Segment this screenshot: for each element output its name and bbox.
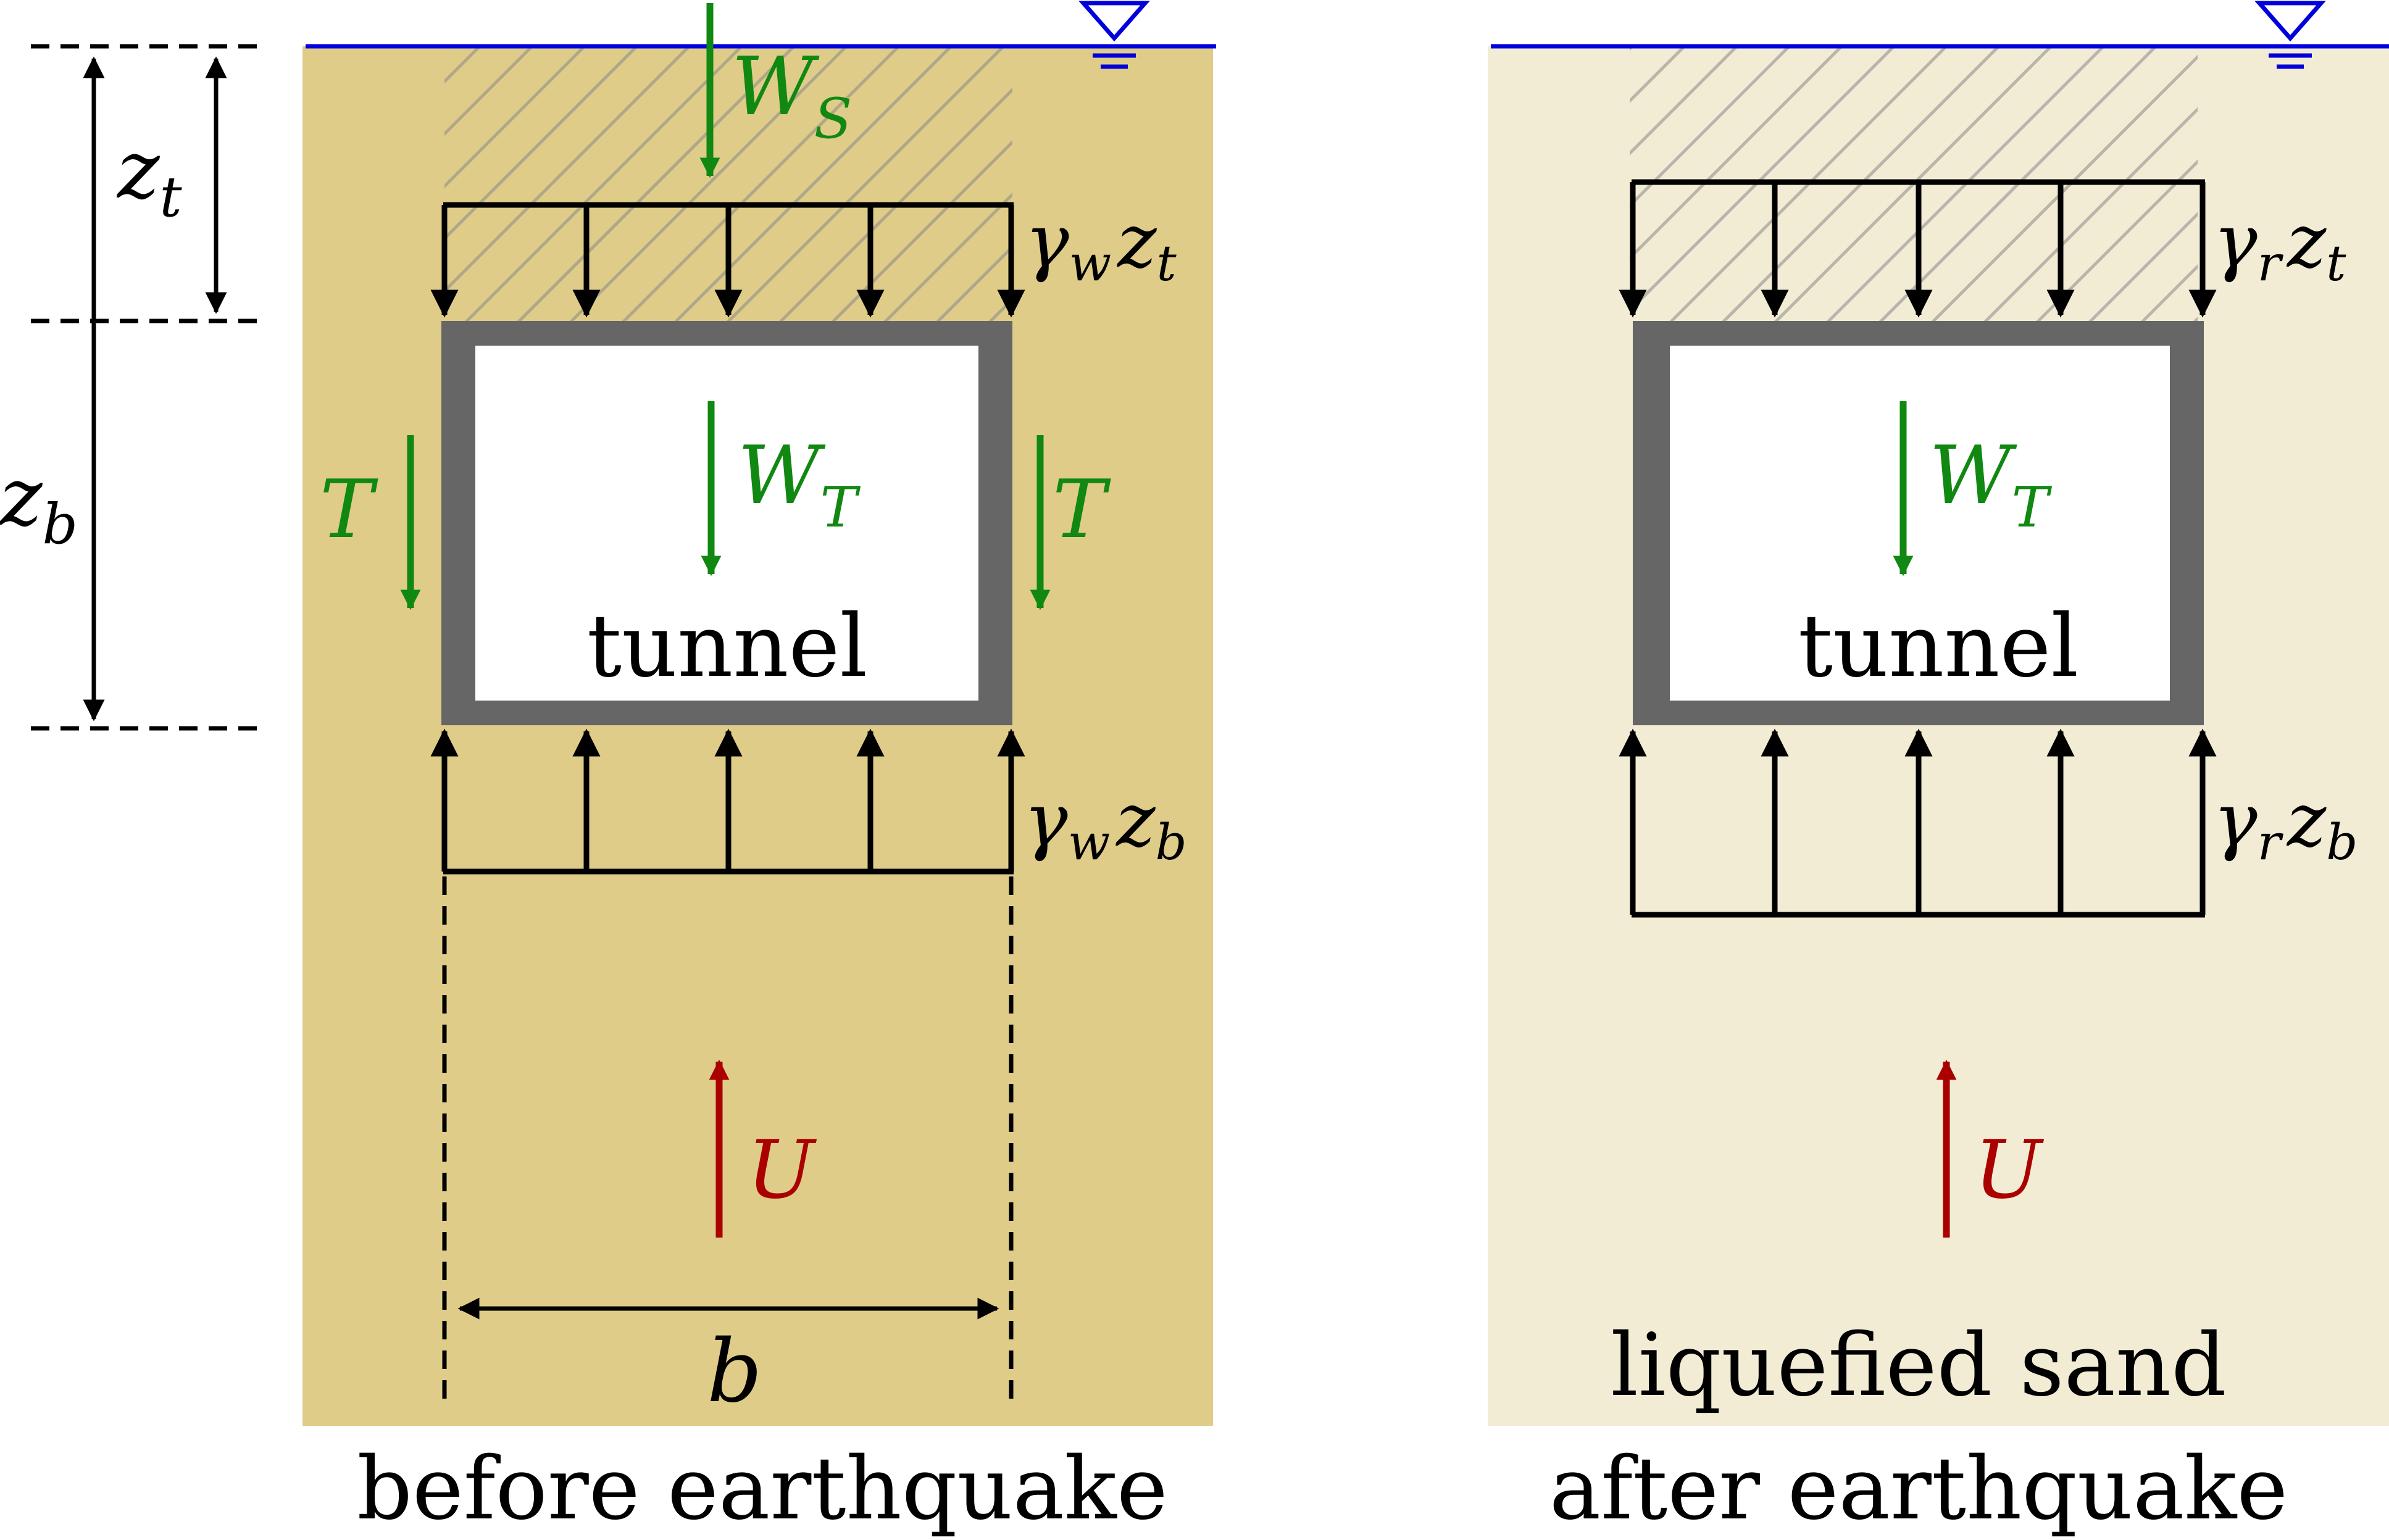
tunnel-label: tunnel: [587, 596, 867, 697]
friction-right-label: T: [1053, 462, 1111, 556]
tunnel-weight-label: WT: [738, 428, 861, 540]
tunnel-weight-label-after: WT: [1929, 428, 2053, 540]
top-pressure-label: γwzt: [1025, 199, 1177, 292]
tunnel-interior: [475, 346, 978, 701]
caption-before: before earthquake: [357, 1439, 1167, 1539]
bottom-depth-label: zb: [0, 450, 78, 557]
friction-left-label: T: [320, 462, 378, 556]
width-label: b: [707, 1321, 762, 1422]
panel-before-earthquake: tunnel γwzt γwzb b W: [302, 1, 1216, 1539]
water-table-triangle-icon: [1078, 1, 1150, 69]
top-pressure-arrows-after: [1619, 179, 2217, 318]
width-indicator: [442, 876, 1014, 1404]
soil-label-after: liquefied sand: [1611, 1315, 2227, 1416]
soil-weight-label: WS: [732, 40, 852, 151]
depth-dimensions: [31, 44, 265, 731]
uplift-label: U: [747, 1123, 817, 1217]
tunnel-label-after: tunnel: [1798, 596, 2078, 697]
bottom-pressure-arrows: [430, 728, 1025, 875]
bottom-pressure-arrows-after: [1619, 728, 2217, 918]
panel-after-earthquake: tunnel γrzt γrzb WT U liquefied sand aft…: [1488, 1, 2389, 1539]
top-pressure-arrows: [430, 202, 1025, 318]
top-depth-label: zt: [116, 123, 183, 230]
tunnel-interior-after: [1670, 346, 2170, 701]
caption-after: after earthquake: [1549, 1439, 2288, 1539]
uplift-label-after: U: [1974, 1123, 2045, 1217]
water-table-triangle-icon: [2254, 1, 2326, 69]
